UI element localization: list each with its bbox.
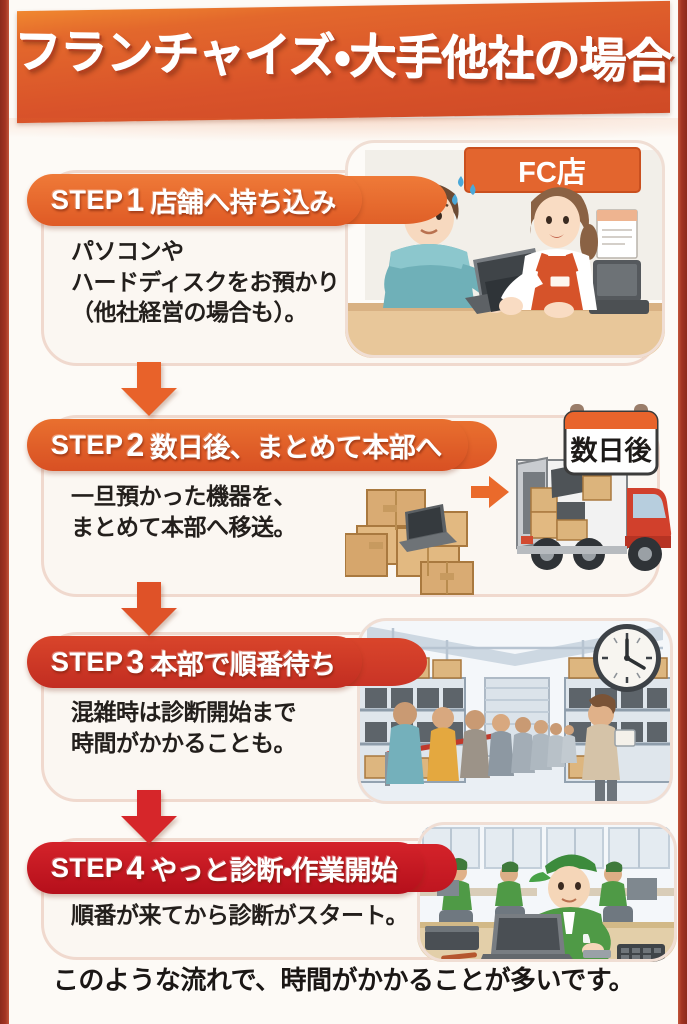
step-4-illustration: [417, 822, 677, 962]
arrow-step1-to-step2: [117, 362, 181, 418]
arrow-step2-to-step3: [117, 582, 181, 638]
days-later-text: 数日後: [571, 436, 653, 466]
step-3-step-label: STEP: [51, 646, 124, 677]
arrow-step3-to-step4: [117, 790, 181, 846]
step-3-body: 混雑時は診断開始まで 時間がかかることも。: [71, 699, 297, 756]
step-1-step-number: 1: [126, 181, 145, 218]
step-3-step-number: 3: [126, 643, 145, 680]
step-2-step-label: STEP: [51, 429, 124, 460]
step-3-pill[interactable]: STEP 3 本部で順番待ち: [27, 636, 362, 688]
clerk-figure: [499, 187, 598, 318]
step-4-body: 順番が来てから診断がスタート。: [71, 902, 409, 928]
cardboard-boxes: [345, 489, 474, 595]
step-4-heading: やっと診断・作業開始: [150, 855, 398, 886]
page-inner: フランチャイズ・大手他社の場合: [9, 0, 678, 1024]
step-1-pill[interactable]: STEP 1 店舗へ持ち込み: [27, 174, 362, 226]
step-2-body: 一旦預かった機器を、 まとめて本部へ移送。: [71, 483, 297, 540]
fc-sign-text: FC店: [518, 156, 586, 189]
background-worker-3: [599, 861, 657, 926]
step-1-heading: 店舗へ持ち込み: [150, 187, 336, 218]
step-2-heading: 数日後、まとめて本部へ: [150, 432, 442, 463]
footer-note: このような流れで、時間がかかることが多いです。: [52, 965, 635, 995]
step-3-heading: 本部で順番待ち: [150, 649, 336, 680]
step-1-illustration: FC店: [345, 140, 665, 358]
step-4-step-label: STEP: [51, 852, 124, 883]
page-title: フランチャイズ・大手他社の場合: [14, 24, 673, 89]
step-4-step-number: 4: [126, 849, 145, 886]
queue-people: [386, 702, 577, 784]
step-2-pill[interactable]: STEP 2 数日後、まとめて本部へ: [27, 419, 468, 471]
step-1-body: パソコンや ハードディスクをお預かり （他社経営の場合も）。: [71, 238, 340, 326]
step-1-step-label: STEP: [51, 184, 124, 215]
page-frame-left: [0, 0, 9, 1024]
warehouse-staff: [582, 694, 636, 802]
wall-clock: [593, 624, 661, 692]
title-banner-area: フランチャイズ・大手他社の場合: [9, 0, 678, 152]
step-2-days-later-badge: 数日後: [562, 400, 660, 483]
step-2-step-number: 2: [126, 426, 145, 463]
step-4-pill[interactable]: STEP 4 やっと診断・作業開始: [27, 842, 424, 894]
page-frame-right: [678, 0, 687, 1024]
